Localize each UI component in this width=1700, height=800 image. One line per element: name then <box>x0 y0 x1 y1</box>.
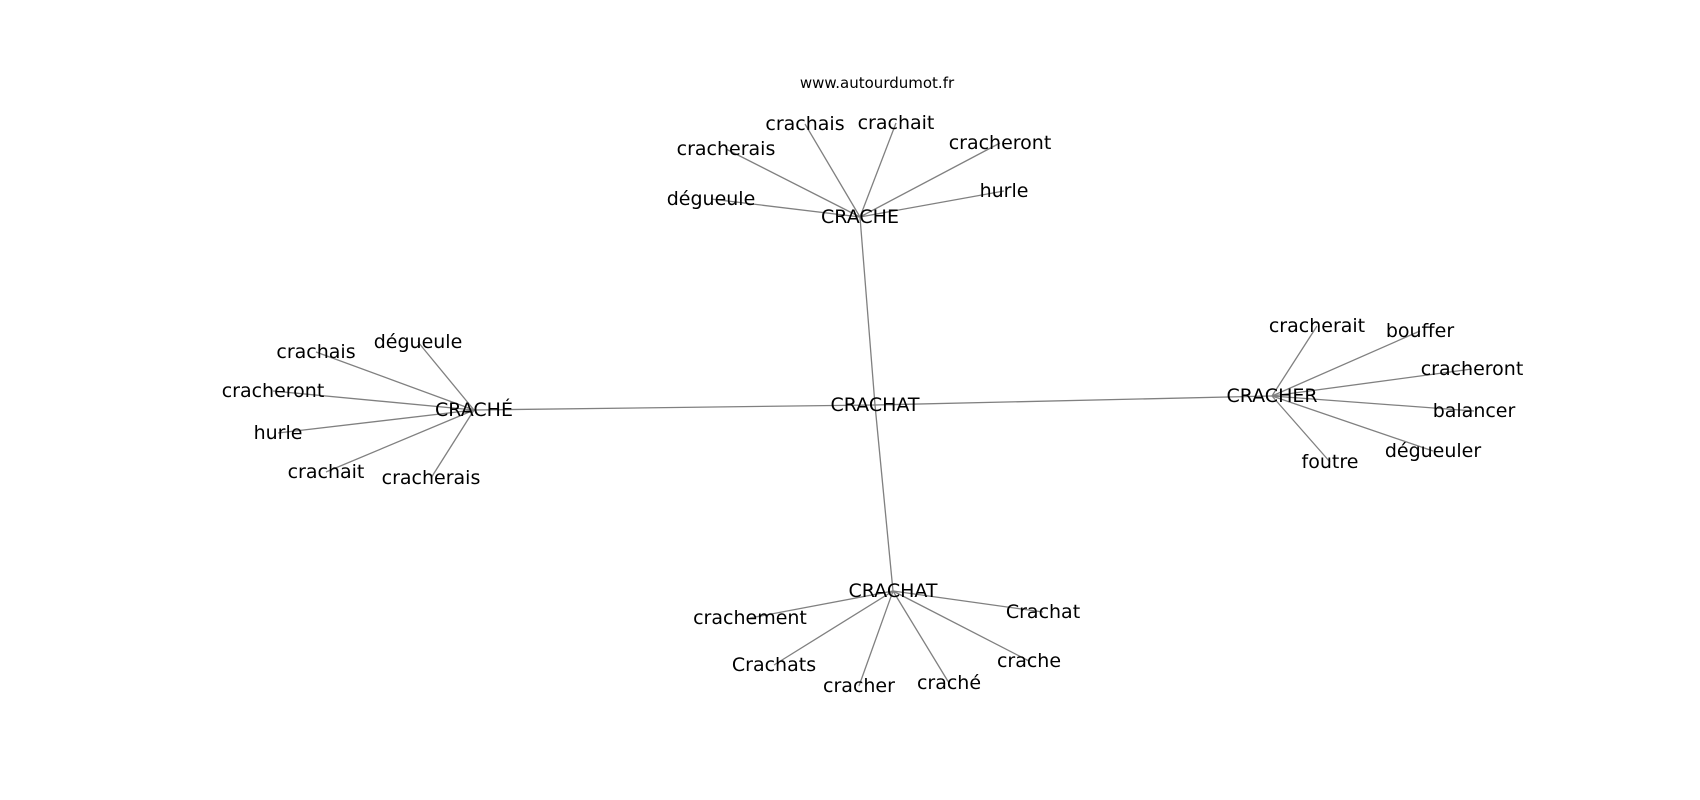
nodes-layer: CRACHAT CRACHE dégueule cracherais crachais c… <box>222 112 1524 697</box>
hub-node-crache-accent[interactable]: CRACHÉ <box>435 398 513 421</box>
leaf-node[interactable]: crachement <box>693 607 807 629</box>
edge-crache-4 <box>859 142 1001 218</box>
leaf-node[interactable]: Crachat <box>1006 601 1080 623</box>
leaf-node[interactable]: cracheront <box>222 380 325 402</box>
leaf-node[interactable]: cracher <box>823 675 895 697</box>
edge-crachat-4 <box>892 590 1030 662</box>
edges-layer <box>272 122 1475 687</box>
leaf-node[interactable]: balancer <box>1433 400 1516 422</box>
leaf-node[interactable]: cracherait <box>1269 315 1365 337</box>
edge-crache-accent-2 <box>272 390 475 411</box>
edge-center-crachat <box>874 404 894 592</box>
edge-cracher-2 <box>1271 368 1473 397</box>
edge-crache-accent-4 <box>325 409 475 473</box>
leaf-node[interactable]: crache <box>997 650 1061 672</box>
edge-cracher-4 <box>1271 395 1434 452</box>
center-node[interactable]: CRACHAT <box>830 394 919 416</box>
edge-center-crache-accent <box>473 404 876 411</box>
leaf-node[interactable]: dégueuler <box>1385 440 1482 462</box>
leaf-node[interactable]: Crachats <box>732 654 816 676</box>
edge-crache-accent-3 <box>277 409 475 434</box>
leaf-node[interactable]: foutre <box>1302 451 1359 473</box>
leaf-node[interactable]: cracherais <box>677 138 776 160</box>
leaf-node[interactable]: crachait <box>858 112 935 134</box>
edge-crachat-1 <box>773 590 894 666</box>
leaf-node[interactable]: crachait <box>288 461 365 483</box>
leaf-node[interactable]: hurle <box>254 422 303 444</box>
edge-crache-0 <box>710 198 861 218</box>
edge-cracher-5 <box>1271 395 1331 463</box>
leaf-node[interactable]: craché <box>917 672 981 694</box>
leaf-node[interactable]: hurle <box>980 180 1029 202</box>
edge-crache-1 <box>725 148 861 218</box>
leaf-node[interactable]: cracheront <box>1421 358 1524 380</box>
edge-crachat-5 <box>892 590 1044 613</box>
edge-crache-accent-0 <box>417 341 475 411</box>
hub-node-crachat[interactable]: CRACHAT <box>848 580 937 602</box>
leaf-node[interactable]: bouffer <box>1386 320 1455 342</box>
edge-cracher-3 <box>1271 395 1475 412</box>
leaf-node[interactable]: cracheront <box>949 132 1052 154</box>
edge-center-crache <box>859 216 876 406</box>
edge-crache-5 <box>859 190 1005 218</box>
edge-crache-accent-1 <box>315 351 475 411</box>
edge-crache-accent-5 <box>430 409 475 479</box>
edge-crache-2 <box>804 123 861 218</box>
edge-crachat-3 <box>892 590 950 684</box>
edge-center-cracher <box>874 395 1273 406</box>
site-label: www.autourdumot.fr <box>800 74 955 92</box>
leaf-node[interactable]: dégueule <box>374 331 463 353</box>
leaf-node[interactable]: crachais <box>276 341 355 363</box>
hub-node-cracher[interactable]: CRACHER <box>1226 385 1317 407</box>
edge-cracher-1 <box>1271 330 1421 397</box>
leaf-node[interactable]: dégueule <box>667 188 756 210</box>
leaf-node[interactable]: cracherais <box>382 467 481 489</box>
leaf-node[interactable]: crachais <box>765 113 844 135</box>
edge-crache-3 <box>859 122 897 218</box>
hub-node-crache[interactable]: CRACHE <box>821 206 899 228</box>
edge-cracher-0 <box>1271 325 1318 397</box>
edge-crachat-0 <box>749 590 894 619</box>
edge-crachat-2 <box>858 590 894 687</box>
